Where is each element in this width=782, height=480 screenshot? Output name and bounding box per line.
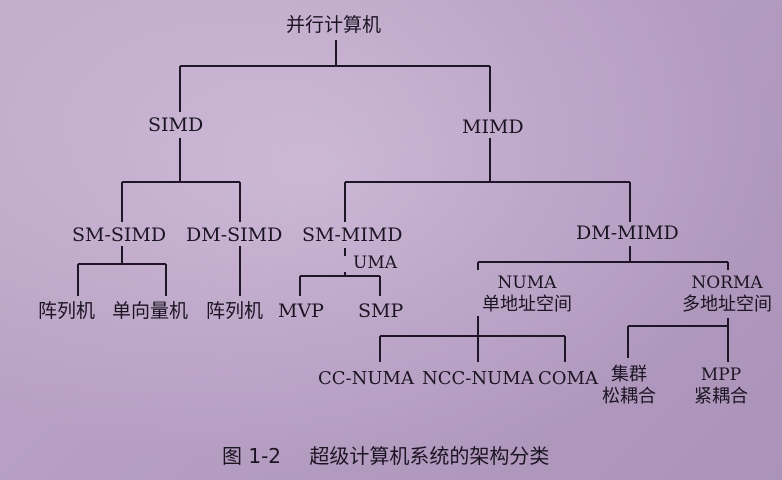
connector-norma (627, 318, 729, 362)
node-dm-mimd: DM-MIMD (576, 222, 679, 244)
node-norma: NORMA 多地址空间 (682, 272, 772, 316)
leaf-mvp: MVP (278, 300, 324, 322)
connector-simd (121, 138, 241, 222)
connector-sm-mimd (299, 248, 381, 296)
figure-number: 图 1-2 (222, 444, 282, 468)
leaf-array-processor-1: 阵列机 (38, 300, 96, 322)
node-sm-simd: SM-SIMD (72, 224, 167, 246)
numa-label: NUMA (497, 273, 557, 293)
cluster-label: 集群 (611, 364, 647, 385)
norma-subtitle: 多地址空间 (682, 294, 772, 315)
norma-label: NORMA (691, 273, 763, 293)
mpp-label: MPP (700, 365, 742, 385)
numa-subtitle: 单地址空间 (482, 294, 572, 315)
cluster-coupling: 松耦合 (602, 386, 656, 407)
leaf-mpp: MPP 紧耦合 (694, 364, 748, 408)
root-node-parallel-computer: 并行计算机 (286, 14, 382, 36)
mpp-coupling: 紧耦合 (694, 386, 748, 407)
figure-title: 超级计算机系统的架构分类 (309, 444, 550, 468)
leaf-ncc-numa: NCC-NUMA (422, 368, 534, 389)
node-numa: NUMA 单地址空间 (482, 272, 572, 316)
node-uma: UMA (353, 253, 398, 273)
node-simd: SIMD (148, 114, 204, 136)
connector-dm-mimd (477, 246, 729, 270)
leaf-cc-numa: CC-NUMA (318, 368, 414, 389)
node-mimd: MIMD (462, 116, 524, 138)
node-dm-simd: DM-SIMD (186, 224, 283, 246)
figure-caption: 图 1-2 超级计算机系统的架构分类 (222, 440, 549, 469)
leaf-array-processor-2: 阵列机 (206, 300, 264, 322)
connector-root (179, 40, 491, 112)
node-sm-mimd: SM-MIMD (302, 224, 403, 246)
leaf-cluster: 集群 松耦合 (602, 364, 656, 408)
connector-numa (379, 316, 566, 362)
connector-sm-simd (77, 246, 167, 296)
leaf-smp: SMP (358, 300, 404, 322)
leaf-single-vector: 单向量机 (112, 300, 189, 322)
connector-mimd (344, 138, 631, 222)
leaf-coma: COMA (538, 368, 598, 389)
